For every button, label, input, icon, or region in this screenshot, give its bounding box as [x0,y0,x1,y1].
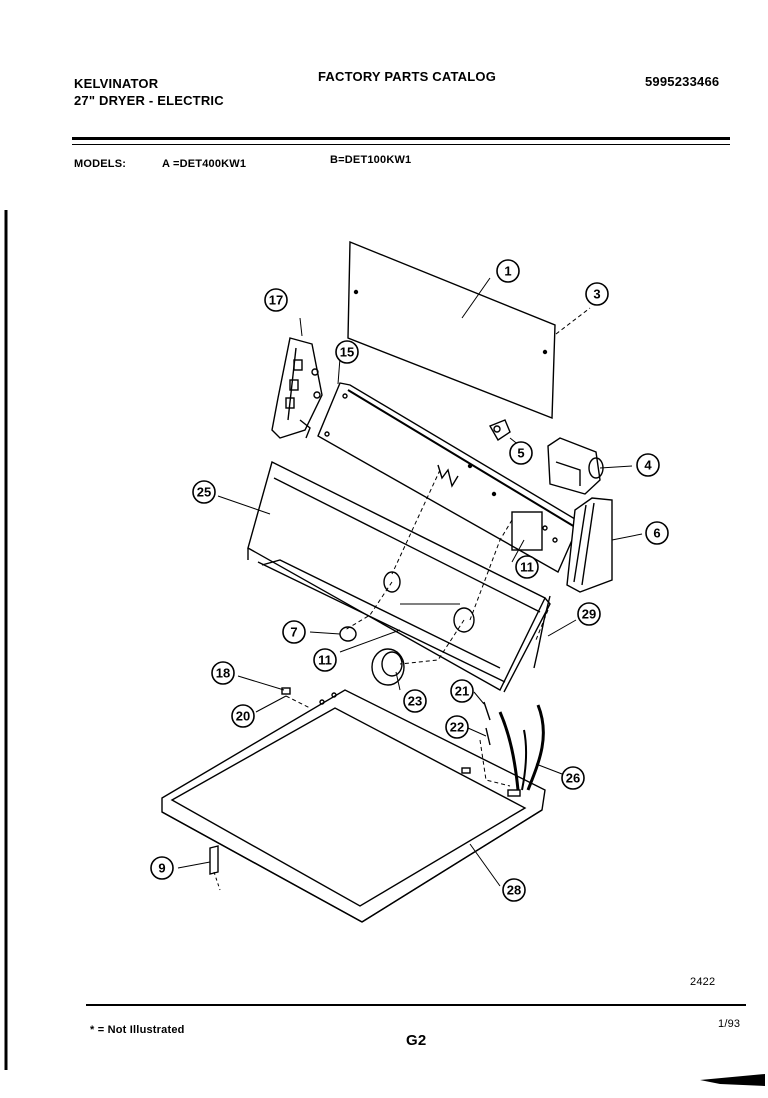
header-rule-thick [72,137,730,140]
part-timer [547,437,604,495]
callout-20: 20 [236,709,250,724]
callout-circle-9 [150,856,174,880]
part-switch [488,419,511,441]
revision-date: 1/93 [718,1018,741,1030]
callout-28: 28 [507,883,521,898]
callout-22: 22 [450,720,464,735]
callout-circle-6 [645,521,669,545]
callout-11b: 11 [318,653,332,668]
part-wire-harness [498,704,545,791]
header-rule-thin [72,144,730,145]
part-back-panel [347,240,556,420]
model-b: B=DET100KW1 [330,154,412,166]
callout-circle-11a [515,555,539,579]
callout-5: 5 [517,446,524,461]
callout-25: 25 [197,485,211,500]
part-control-panel [317,382,581,573]
part-dial-knob [371,648,405,686]
callout-1: 1 [504,264,511,279]
callout-circle-11b [313,648,337,672]
callout-circle-22 [445,715,469,739]
page-code: G2 [406,1032,427,1049]
callout-4: 4 [644,458,652,473]
callout-17: 17 [269,293,283,308]
callout-26: 26 [566,771,580,786]
catalog-number: 5995233466 [645,74,720,89]
part-left-bracket [271,337,323,439]
part-push-button [339,626,357,642]
callout-circle-23 [403,689,427,713]
part-wire-22 [485,727,491,746]
callout-circle-26 [561,766,585,790]
callout-23: 23 [408,694,422,709]
callout-15: 15 [340,345,354,360]
catalog-title: FACTORY PARTS CATALOG [318,69,497,84]
part-screw-20 [281,687,291,695]
callout-7: 7 [290,625,297,640]
callout-29: 29 [582,607,596,622]
footer-rule [86,1004,746,1006]
not-illustrated-note: * = Not Illustrated [90,1024,185,1036]
callout-circle-17 [264,288,288,312]
callout-circle-21 [450,679,474,703]
callout-21: 21 [455,684,469,699]
callout-circle-4 [636,453,660,477]
callout-circle-15 [335,340,359,364]
callout-circle-1 [496,259,520,283]
part-right-bracket [566,497,613,593]
callout-11a: 11 [520,560,534,575]
product-title: 27" DRYER - ELECTRIC [74,93,224,108]
models-label: MODELS: [74,158,127,170]
callout-circle-5 [509,441,533,465]
callout-9: 9 [158,861,165,876]
callout-circle-25 [192,480,216,504]
callout-circle-28 [502,878,526,902]
part-top-cover [161,689,546,923]
callout-circle-20 [231,704,255,728]
part-screw-29 [533,595,551,669]
part-screw-9 [209,845,219,875]
figure-number: 2422 [690,976,716,988]
callout-3: 3 [593,287,600,302]
callout-6: 6 [653,526,660,541]
callout-circle-7 [282,620,306,644]
callout-circle-18 [211,661,235,685]
model-a: A =DET400KW1 [162,158,247,170]
callout-circle-3 [585,282,609,306]
brand-name: KELVINATOR [74,76,159,91]
part-wire-21 [483,701,491,721]
callout-18: 18 [216,666,230,681]
callout-circle-29 [577,602,601,626]
